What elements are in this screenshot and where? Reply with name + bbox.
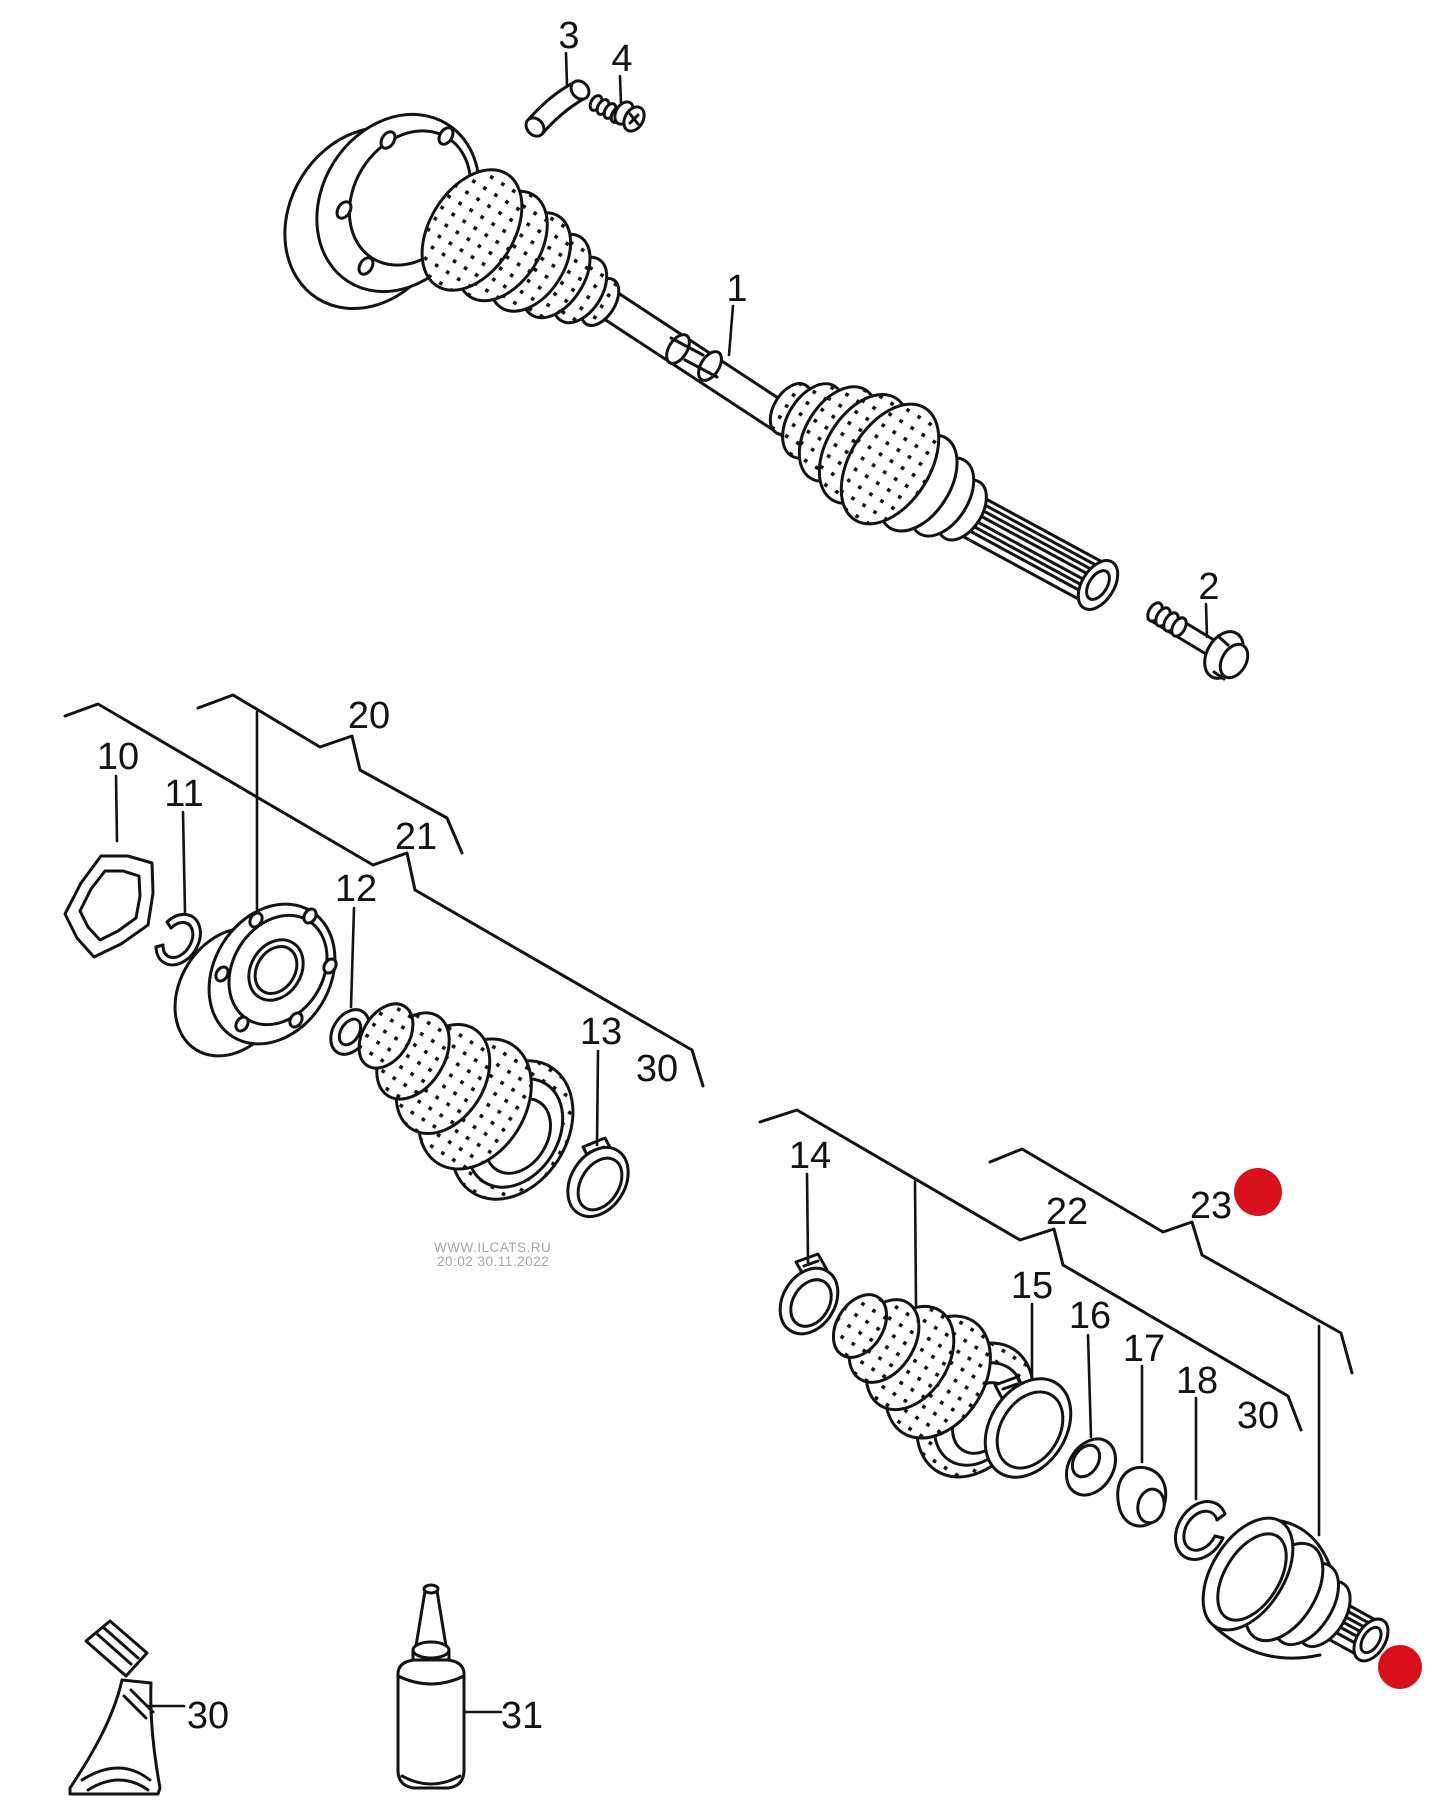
leader-14 [805, 1172, 810, 1264]
part-10-gasket [63, 854, 155, 959]
line-art-root [63, 51, 1390, 1796]
callout-30-mid: 30 [636, 1048, 678, 1090]
inner-boot-dotted [420, 168, 621, 327]
callout-20: 20 [348, 695, 390, 737]
callout-30-right: 30 [1237, 1395, 1279, 1437]
callout-22: 22 [1046, 1191, 1088, 1233]
part-4-bolt [588, 94, 646, 133]
part-17-cap [1116, 1465, 1168, 1528]
watermark: WWW.ILCATS.RU 20:02 30.11.2022 [434, 1240, 551, 1269]
callout-2: 2 [1198, 566, 1219, 608]
leader-12 [349, 906, 356, 1009]
callout-1: 1 [726, 268, 747, 310]
watermark-line2: 20:02 30.11.2022 [437, 1254, 549, 1269]
callout-21: 21 [395, 816, 437, 858]
part-23-outer-joint [1201, 1516, 1390, 1663]
part-13-clamp [566, 1136, 630, 1218]
red-marker-23 [1234, 1168, 1282, 1216]
callout-17: 17 [1123, 1328, 1165, 1370]
callout-23: 23 [1190, 1185, 1232, 1227]
callout-10: 10 [97, 736, 139, 778]
leader-16 [1086, 1333, 1093, 1439]
bracket-20 [196, 693, 464, 855]
watermark-line1: WWW.ILCATS.RU [434, 1240, 551, 1255]
bracket-22 [758, 1108, 1303, 1432]
callout-4: 4 [611, 38, 632, 80]
part-1-drive-shaft [283, 112, 1120, 611]
part-3-strap [524, 79, 591, 138]
bracket-21 [63, 702, 705, 1088]
part-18-snap-ring [1173, 1500, 1227, 1561]
shaft-collar [665, 333, 723, 382]
flange-bolt-holes [335, 126, 455, 276]
part-12-washer [329, 1008, 371, 1056]
callout-30-tube: 30 [187, 1695, 229, 1737]
callout-18: 18 [1176, 1360, 1218, 1402]
leader-4 [618, 74, 623, 106]
leader-1 [727, 304, 735, 357]
callout-12: 12 [335, 868, 377, 910]
part-15-clamp [983, 1375, 1073, 1479]
leader-2 [1204, 602, 1209, 639]
callout-31: 31 [501, 1695, 543, 1737]
bracket-23 [988, 1147, 1354, 1375]
outer-boot-dotted [768, 382, 941, 526]
leader-lines [114, 51, 1321, 1714]
part-20-inner-joint [173, 902, 338, 1058]
callout-15: 15 [1011, 1265, 1053, 1307]
part-11-circlip [154, 912, 202, 967]
leader-11 [181, 810, 187, 915]
leader-10 [114, 774, 119, 843]
joint-bolt-holes [214, 907, 338, 1033]
part-2-bolt [1146, 601, 1250, 681]
part-16-ring [1064, 1437, 1118, 1497]
leader-22-boot [913, 1179, 918, 1307]
callout-14: 14 [789, 1135, 831, 1177]
part-30-grease-tube [68, 1619, 162, 1796]
callout-13: 13 [580, 1011, 622, 1053]
callout-11: 11 [164, 773, 203, 815]
part-31-bottle [396, 1583, 466, 1790]
part-14-clamp [778, 1252, 840, 1336]
leader-3 [564, 51, 569, 87]
callout-3: 3 [558, 15, 579, 57]
callout-labels: 1 2 3 4 10 11 12 13 14 15 16 17 18 20 21… [97, 15, 1279, 1737]
red-marker-outer-joint [1378, 1645, 1422, 1689]
leader-13 [595, 1049, 600, 1147]
part-21-boot [357, 1002, 575, 1201]
callout-16: 16 [1069, 1295, 1111, 1337]
splined-stub [962, 497, 1120, 611]
